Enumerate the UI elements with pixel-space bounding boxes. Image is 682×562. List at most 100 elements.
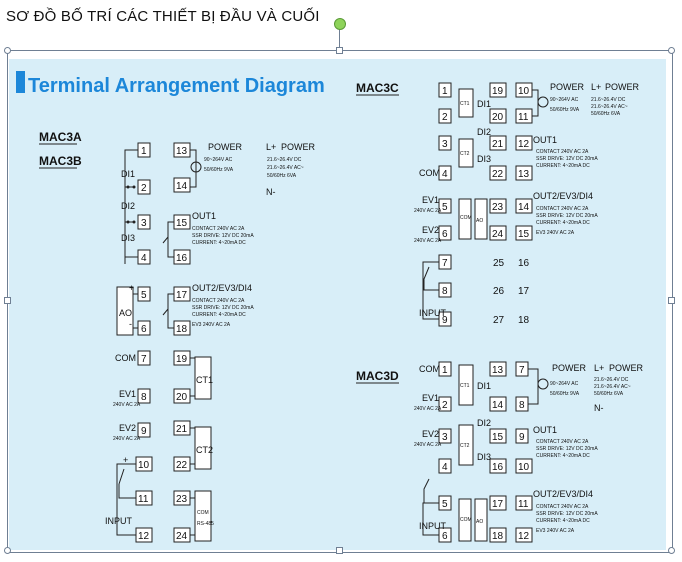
- mac3d-column-c: 7 8 9 10 11 12: [515, 361, 533, 543]
- svg-text:21.6~26.4V AC~: 21.6~26.4V AC~: [591, 104, 628, 110]
- svg-text:240V AC 2A: 240V AC 2A: [414, 442, 442, 448]
- label-ev2-left: EV2: [119, 423, 136, 433]
- diagram-title: Terminal Arrangement Diagram: [28, 75, 325, 97]
- svg-text:CT2: CT2: [460, 443, 470, 449]
- svg-text:10: 10: [138, 460, 150, 471]
- label-com-rs485: COM: [197, 510, 209, 516]
- label-ev1-left: EV1: [119, 389, 136, 399]
- title-marker: [16, 71, 25, 93]
- svg-text:EV3 240V AC 2A: EV3 240V AC 2A: [536, 230, 575, 236]
- svg-text:21: 21: [492, 139, 504, 150]
- svg-text:CURRENT: 4~20mA DC: CURRENT: 4~20mA DC: [192, 312, 246, 318]
- svg-text:10: 10: [518, 462, 530, 473]
- terminal-diagram: Terminal Arrangement Diagram MAC3A MAC3B…: [16, 71, 644, 543]
- svg-text:SSR DRIVE: 12V DC 20mA: SSR DRIVE: 12V DC 20mA: [536, 446, 598, 452]
- label-ct2-left: CT2: [196, 445, 213, 455]
- svg-text:9: 9: [141, 426, 147, 437]
- svg-text:15: 15: [518, 229, 530, 240]
- svg-text:25: 25: [493, 258, 505, 269]
- svg-text:240V AC 2A: 240V AC 2A: [414, 238, 442, 244]
- svg-text:OUT2/EV3/DI4: OUT2/EV3/DI4: [533, 191, 593, 201]
- svg-text:POWER: POWER: [609, 363, 644, 373]
- svg-text:21.6~26.4V DC: 21.6~26.4V DC: [591, 97, 626, 103]
- resize-handle-left[interactable]: [4, 297, 11, 304]
- svg-text:20: 20: [176, 392, 188, 403]
- svg-text:+: +: [123, 455, 128, 465]
- label-di3: DI3: [121, 233, 135, 243]
- label-ct1-left: CT1: [196, 375, 213, 385]
- svg-text:18: 18: [176, 324, 188, 335]
- svg-text:13: 13: [176, 146, 188, 157]
- resize-handle-right[interactable]: [668, 297, 675, 304]
- svg-text:21.6~26.4V DC: 21.6~26.4V DC: [594, 377, 629, 383]
- svg-text:13: 13: [518, 169, 530, 180]
- svg-text:OUT1: OUT1: [533, 135, 557, 145]
- svg-text:8: 8: [442, 286, 448, 297]
- resize-handle-top-left[interactable]: [4, 47, 11, 54]
- svg-text:14: 14: [492, 400, 504, 411]
- svg-text:15: 15: [176, 218, 188, 229]
- svg-text:19: 19: [176, 354, 188, 365]
- svg-text:240V AC 2A: 240V AC 2A: [414, 208, 442, 214]
- svg-text:CURRENT: 4~20mA DC: CURRENT: 4~20mA DC: [536, 163, 590, 169]
- svg-text:CONTACT 240V AC 2A: CONTACT 240V AC 2A: [536, 149, 589, 155]
- label-ao-left: AO: [119, 308, 132, 318]
- svg-text:SSR DRIVE: 12V DC 20mA: SSR DRIVE: 12V DC 20mA: [536, 156, 598, 162]
- model-mac3d: MAC3D: [356, 369, 399, 383]
- resize-handle-bottom-right[interactable]: [668, 547, 675, 554]
- svg-text:6: 6: [442, 531, 448, 542]
- label-input-mac3c: INPUT: [419, 308, 447, 318]
- label-out2-left: OUT2/EV3/DI4: [192, 283, 252, 293]
- svg-text:23: 23: [492, 202, 504, 213]
- svg-text:EV3 240V AC 2A: EV3 240V AC 2A: [192, 322, 231, 328]
- svg-text:POWER: POWER: [552, 363, 587, 373]
- svg-text:CONTACT 240V AC 2A: CONTACT 240V AC 2A: [192, 298, 245, 304]
- svg-text:EV2: EV2: [422, 225, 439, 235]
- svg-text:EV1: EV1: [422, 393, 439, 403]
- svg-text:12: 12: [518, 531, 530, 542]
- svg-text:SSR DRIVE: 12V DC 20mA: SSR DRIVE: 12V DC 20mA: [192, 233, 254, 239]
- resize-handle-top[interactable]: [336, 47, 343, 54]
- svg-text:AO: AO: [476, 519, 483, 525]
- svg-text:CONTACT 240V AC 2A: CONTACT 240V AC 2A: [536, 439, 589, 445]
- svg-text:DI1: DI1: [477, 99, 491, 109]
- svg-text:17: 17: [176, 290, 188, 301]
- svg-text:OUT2/EV3/DI4: OUT2/EV3/DI4: [533, 489, 593, 499]
- svg-text:CURRENT: 4~20mA DC: CURRENT: 4~20mA DC: [536, 220, 590, 226]
- label-rs485: RS-485: [197, 521, 214, 527]
- svg-text:+: +: [129, 283, 134, 293]
- svg-text:22: 22: [176, 460, 188, 471]
- svg-text:17: 17: [492, 499, 504, 510]
- svg-text:COM: COM: [460, 215, 472, 221]
- resize-handle-bottom-left[interactable]: [4, 547, 11, 554]
- svg-text:CT1: CT1: [460, 383, 470, 389]
- svg-text:240V AC 2A: 240V AC 2A: [113, 402, 141, 408]
- svg-text:6: 6: [442, 229, 448, 240]
- mac3c-column-a: 1 2 3 4 5 6 7 8 9: [438, 82, 452, 327]
- mac3c-column-c: 10 11 12 13 14 15 16 17 18: [515, 82, 533, 326]
- svg-text:50/60Hz 6VA: 50/60Hz 6VA: [591, 111, 621, 117]
- svg-text:240V AC 2A: 240V AC 2A: [414, 406, 442, 412]
- svg-text:240V AC 2A: 240V AC 2A: [113, 436, 141, 442]
- svg-text:2: 2: [141, 183, 147, 194]
- svg-text:9: 9: [519, 432, 525, 443]
- svg-text:10: 10: [518, 86, 530, 97]
- label-power-dc-left: POWER: [281, 142, 316, 152]
- resize-handle-bottom[interactable]: [336, 547, 343, 554]
- svg-text:3: 3: [442, 432, 448, 443]
- svg-text:21.6~26.4V AC~: 21.6~26.4V AC~: [267, 165, 304, 171]
- svg-text:COM: COM: [460, 517, 472, 523]
- svg-text:20: 20: [492, 112, 504, 123]
- svg-text:6: 6: [141, 324, 147, 335]
- svg-text:POWER: POWER: [605, 82, 640, 92]
- svg-text:26: 26: [493, 286, 505, 297]
- svg-text:EV1: EV1: [422, 195, 439, 205]
- mac3c-column-b: 19 20 21 22 23 24 25 26 27: [489, 82, 507, 326]
- svg-text:CT2: CT2: [460, 151, 470, 157]
- svg-text:22: 22: [492, 169, 504, 180]
- svg-text:DI3: DI3: [477, 452, 491, 462]
- resize-handle-top-right[interactable]: [668, 47, 675, 54]
- svg-text:4: 4: [442, 462, 448, 473]
- rotate-handle[interactable]: [334, 18, 346, 30]
- svg-text:50/60Hz 9VA: 50/60Hz 9VA: [550, 107, 580, 113]
